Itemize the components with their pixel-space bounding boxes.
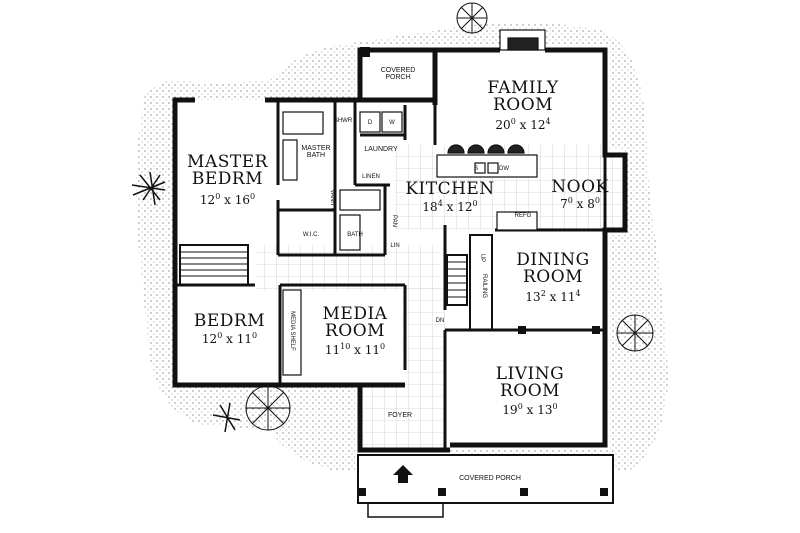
dining-room-label: DINING ROOM [516, 250, 590, 287]
living-room-dimensions: 190 x 130 [502, 402, 558, 417]
washer-label: W [389, 120, 395, 126]
master-bath-label: MASTER BATH [301, 145, 331, 159]
laundry-label: LAUNDRY [364, 146, 398, 153]
nook-dimensions: 70 x 80 [560, 196, 600, 211]
bath-label: BATH [347, 232, 363, 238]
wic-label: W.I.C. [302, 232, 320, 238]
fixtures [282, 29, 546, 376]
trees [131, 2, 654, 433]
linen-label: LINEN [362, 174, 380, 180]
family-room-label: FAMILY ROOM [487, 78, 559, 115]
media-shelf-label: MEDIA SHELF [289, 311, 295, 351]
covered-porch-bottom-label: COVERED PORCH [459, 475, 521, 482]
front-porch [357, 454, 614, 518]
dining-room-dimensions: 132 x 114 [525, 289, 581, 304]
covered-porch-top-label: COVERED PORCH [380, 67, 416, 81]
bedroom-label: BEDRM [193, 311, 266, 331]
sink-label: S [473, 166, 478, 172]
stairs [179, 234, 493, 331]
master-bedroom-label: MASTER BEDRM [187, 152, 268, 189]
dryer-label: D [367, 120, 373, 126]
bedroom-dimensions: 120 x 110 [201, 331, 258, 346]
living-room-label: LIVING ROOM [495, 364, 565, 401]
kitchen-dimensions: 184 x 120 [422, 199, 478, 214]
family-room-dimensions: 200 x 124 [495, 117, 551, 132]
dishwasher-label: DW [499, 166, 509, 172]
linen-closet-label: LIN [390, 243, 400, 249]
pantry-label: PAN [391, 215, 397, 227]
shower-label: SHWR [333, 118, 353, 124]
foyer-label: FOYER [387, 412, 413, 419]
refrigerator-label: REFG [514, 213, 532, 219]
vanity-label: VANITY [329, 189, 335, 211]
railing-label: RAILING [481, 273, 487, 298]
media-room-label: MEDIA ROOM [322, 304, 388, 341]
kitchen-label: KITCHEN [405, 179, 495, 199]
media-room-dimensions: 1110 x 110 [324, 342, 386, 357]
master-bedroom-dimensions: 120 x 160 [199, 192, 256, 207]
columns [358, 47, 608, 496]
exterior-walls [172, 47, 628, 453]
stair-up-label: UP [479, 253, 485, 263]
nook-label: NOOK [551, 177, 609, 197]
stair-down-label: DN [435, 318, 445, 324]
